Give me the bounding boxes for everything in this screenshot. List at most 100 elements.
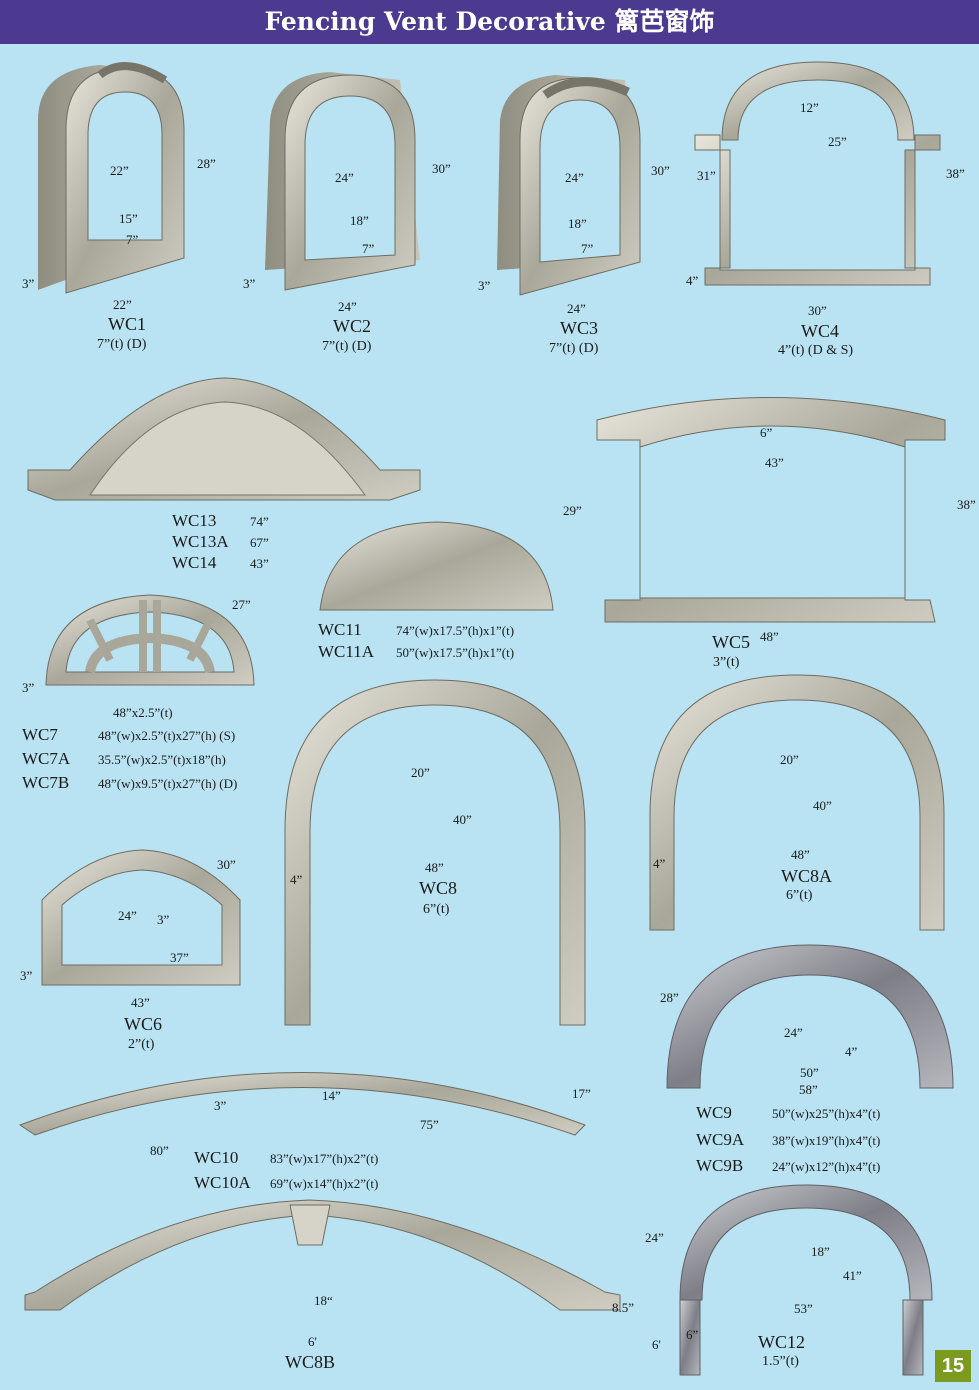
wc11-code: WC11: [318, 620, 362, 639]
wc5-dim-outer: 48”: [760, 629, 779, 644]
wc10-dim-outer: 80”: [150, 1143, 169, 1158]
wc10a-row: WC10A 69”(w)x14”(h)x2”(t): [194, 1173, 378, 1193]
wc7-dim-size: 48”x2.5”(t): [113, 705, 173, 720]
wc12-dim-height: 18”: [811, 1244, 830, 1259]
wc8-dim-height: 20”: [411, 765, 430, 780]
wc7-dim-base: 3”: [22, 680, 35, 695]
wc8b-dim-rise: 18“: [314, 1293, 333, 1308]
wc3-dim-width: 18”: [568, 216, 587, 231]
wc8-code: WC8: [419, 878, 457, 898]
wc12-dim-band: 6”: [686, 1327, 699, 1342]
wc10-dim-width: 75”: [420, 1117, 439, 1132]
wc12-dim-width: 41”: [843, 1268, 862, 1283]
wc14-row: WC14 43”: [172, 553, 269, 573]
wc6-dim-height: 24”: [118, 908, 137, 923]
wc2-dim-outer: 24”: [338, 299, 357, 314]
wc10-dim-profile: 3”: [214, 1098, 227, 1113]
wc11a-code: WC11A: [318, 642, 375, 661]
wc9-code: WC9: [696, 1103, 732, 1122]
wc13-code: WC13: [172, 511, 217, 530]
wc2-spec: 7”(t) (D): [322, 339, 372, 354]
wc13-value: 74”: [250, 514, 269, 529]
wc3-spec: 7”(t) (D): [549, 341, 599, 356]
wc1-drawing: [38, 62, 185, 294]
wc7-dim-height: 27”: [232, 597, 251, 612]
wc14-value: 43”: [250, 556, 269, 571]
wc5-dim-total: 38”: [957, 497, 976, 512]
wc14-code: WC14: [172, 553, 217, 572]
wc12-dim-outer: 53”: [794, 1301, 813, 1316]
wc8a-dim-outer: 48”: [791, 847, 810, 862]
wc11a-row: WC11A 50”(w)x17.5”(h)x1”(t): [318, 642, 514, 662]
wc9-dim-outer: 58”: [799, 1082, 818, 1097]
wc1-dim-total: 28”: [197, 156, 216, 171]
wc12-drawing: [679, 1184, 933, 1376]
wc10-dim-height: 17”: [572, 1086, 591, 1101]
page-title: Fencing Vent Decorative 篱芭窗饰: [264, 7, 715, 36]
wc8b-dim-height: 8.5”: [612, 1300, 635, 1315]
wc12-dim-leg: 6': [652, 1337, 661, 1352]
wc13a-value: 67”: [250, 535, 269, 550]
wc4-dim-arch: 12”: [800, 100, 819, 115]
wc7b-code: WC7B: [22, 773, 70, 792]
wc5-dim-height: 29”: [563, 503, 582, 518]
wc8-drawing: [284, 679, 586, 1026]
wc9-dim-total: 28”: [660, 990, 679, 1005]
wc7-drawing: [45, 594, 255, 686]
wc13a-code: WC13A: [172, 532, 229, 551]
wc9-drawing: [666, 944, 954, 1089]
wc8b-code: WC8B: [285, 1352, 336, 1372]
wc7-code: WC7: [22, 725, 58, 744]
wc9a-code: WC9A: [696, 1130, 745, 1149]
wc10-code: WC10: [194, 1148, 239, 1167]
wc2-dim-width: 18”: [350, 213, 369, 228]
wc5-dim-arch: 6”: [760, 425, 773, 440]
page-header: Fencing Vent Decorative 篱芭窗饰: [0, 0, 979, 44]
wc2-dim-base: 3”: [243, 276, 256, 291]
wc10-value: 83”(w)x17”(h)x2”(t): [270, 1151, 379, 1166]
wc8a-dim-width: 40”: [813, 798, 832, 813]
wc1-dim-width: 15”: [119, 211, 138, 226]
wc11-value: 74”(w)x17.5”(h)x1”(t): [396, 623, 515, 638]
wc6-dim-width: 37”: [170, 950, 189, 965]
wc7a-value: 35.5”(w)x2.5”(t)x18”(h): [98, 752, 226, 767]
wc8b-drawing: [24, 1199, 621, 1311]
wc1-dim-depth: 7”: [126, 232, 139, 247]
wc8-dim-band: 4”: [290, 872, 303, 887]
wc12-dim-total: 24”: [645, 1230, 664, 1245]
wc11-row: WC11 74”(w)x17.5”(h)x1”(t): [318, 620, 514, 640]
wc9a-row: WC9A 38”(w)x19”(h)x4”(t): [696, 1130, 880, 1150]
wc1-spec: 7”(t) (D): [97, 337, 147, 352]
wc10-dim-rise: 14”: [322, 1088, 341, 1103]
wc7-value: 48”(w)x2.5”(t)x27”(h) (S): [98, 728, 236, 743]
wc5-dim-width: 43”: [765, 455, 784, 470]
wc9-dim-width: 50”: [800, 1065, 819, 1080]
wc2-dim-total: 30”: [432, 161, 451, 176]
wc10a-code: WC10A: [194, 1173, 251, 1192]
wc6-dim-profile: 3”: [157, 912, 170, 927]
wc4-dim-total: 38”: [946, 166, 965, 181]
wc9-dim-profile: 4”: [845, 1044, 858, 1059]
wc4-drawing: [694, 61, 941, 286]
wc6-spec: 2”(t): [128, 1037, 155, 1052]
wc8a-code: WC8A: [781, 866, 832, 886]
wc10a-value: 69”(w)x14”(h)x2”(t): [270, 1176, 379, 1191]
wc8b-dim-width: 6': [308, 1334, 317, 1349]
wc3-dim-total: 30”: [651, 163, 670, 178]
wc1-code: WC1: [108, 314, 146, 334]
wc5-drawing: [596, 397, 946, 623]
wc2-dim-depth: 7”: [362, 241, 375, 256]
wc2-drawing: [265, 72, 420, 291]
wc10-row: WC10 83”(w)x17”(h)x2”(t): [194, 1148, 378, 1168]
wc9-dim-height: 24”: [784, 1025, 803, 1040]
wc2-dim-height: 24”: [335, 170, 354, 185]
wc12-code: WC12: [758, 1332, 805, 1352]
wc11a-value: 50”(w)x17.5”(h)x1”(t): [396, 645, 515, 660]
wc11-drawing: [319, 521, 554, 611]
wc9a-value: 38”(w)x19”(h)x4”(t): [772, 1133, 881, 1148]
wc6-code: WC6: [124, 1014, 162, 1034]
wc8-dim-width: 40”: [453, 812, 472, 827]
